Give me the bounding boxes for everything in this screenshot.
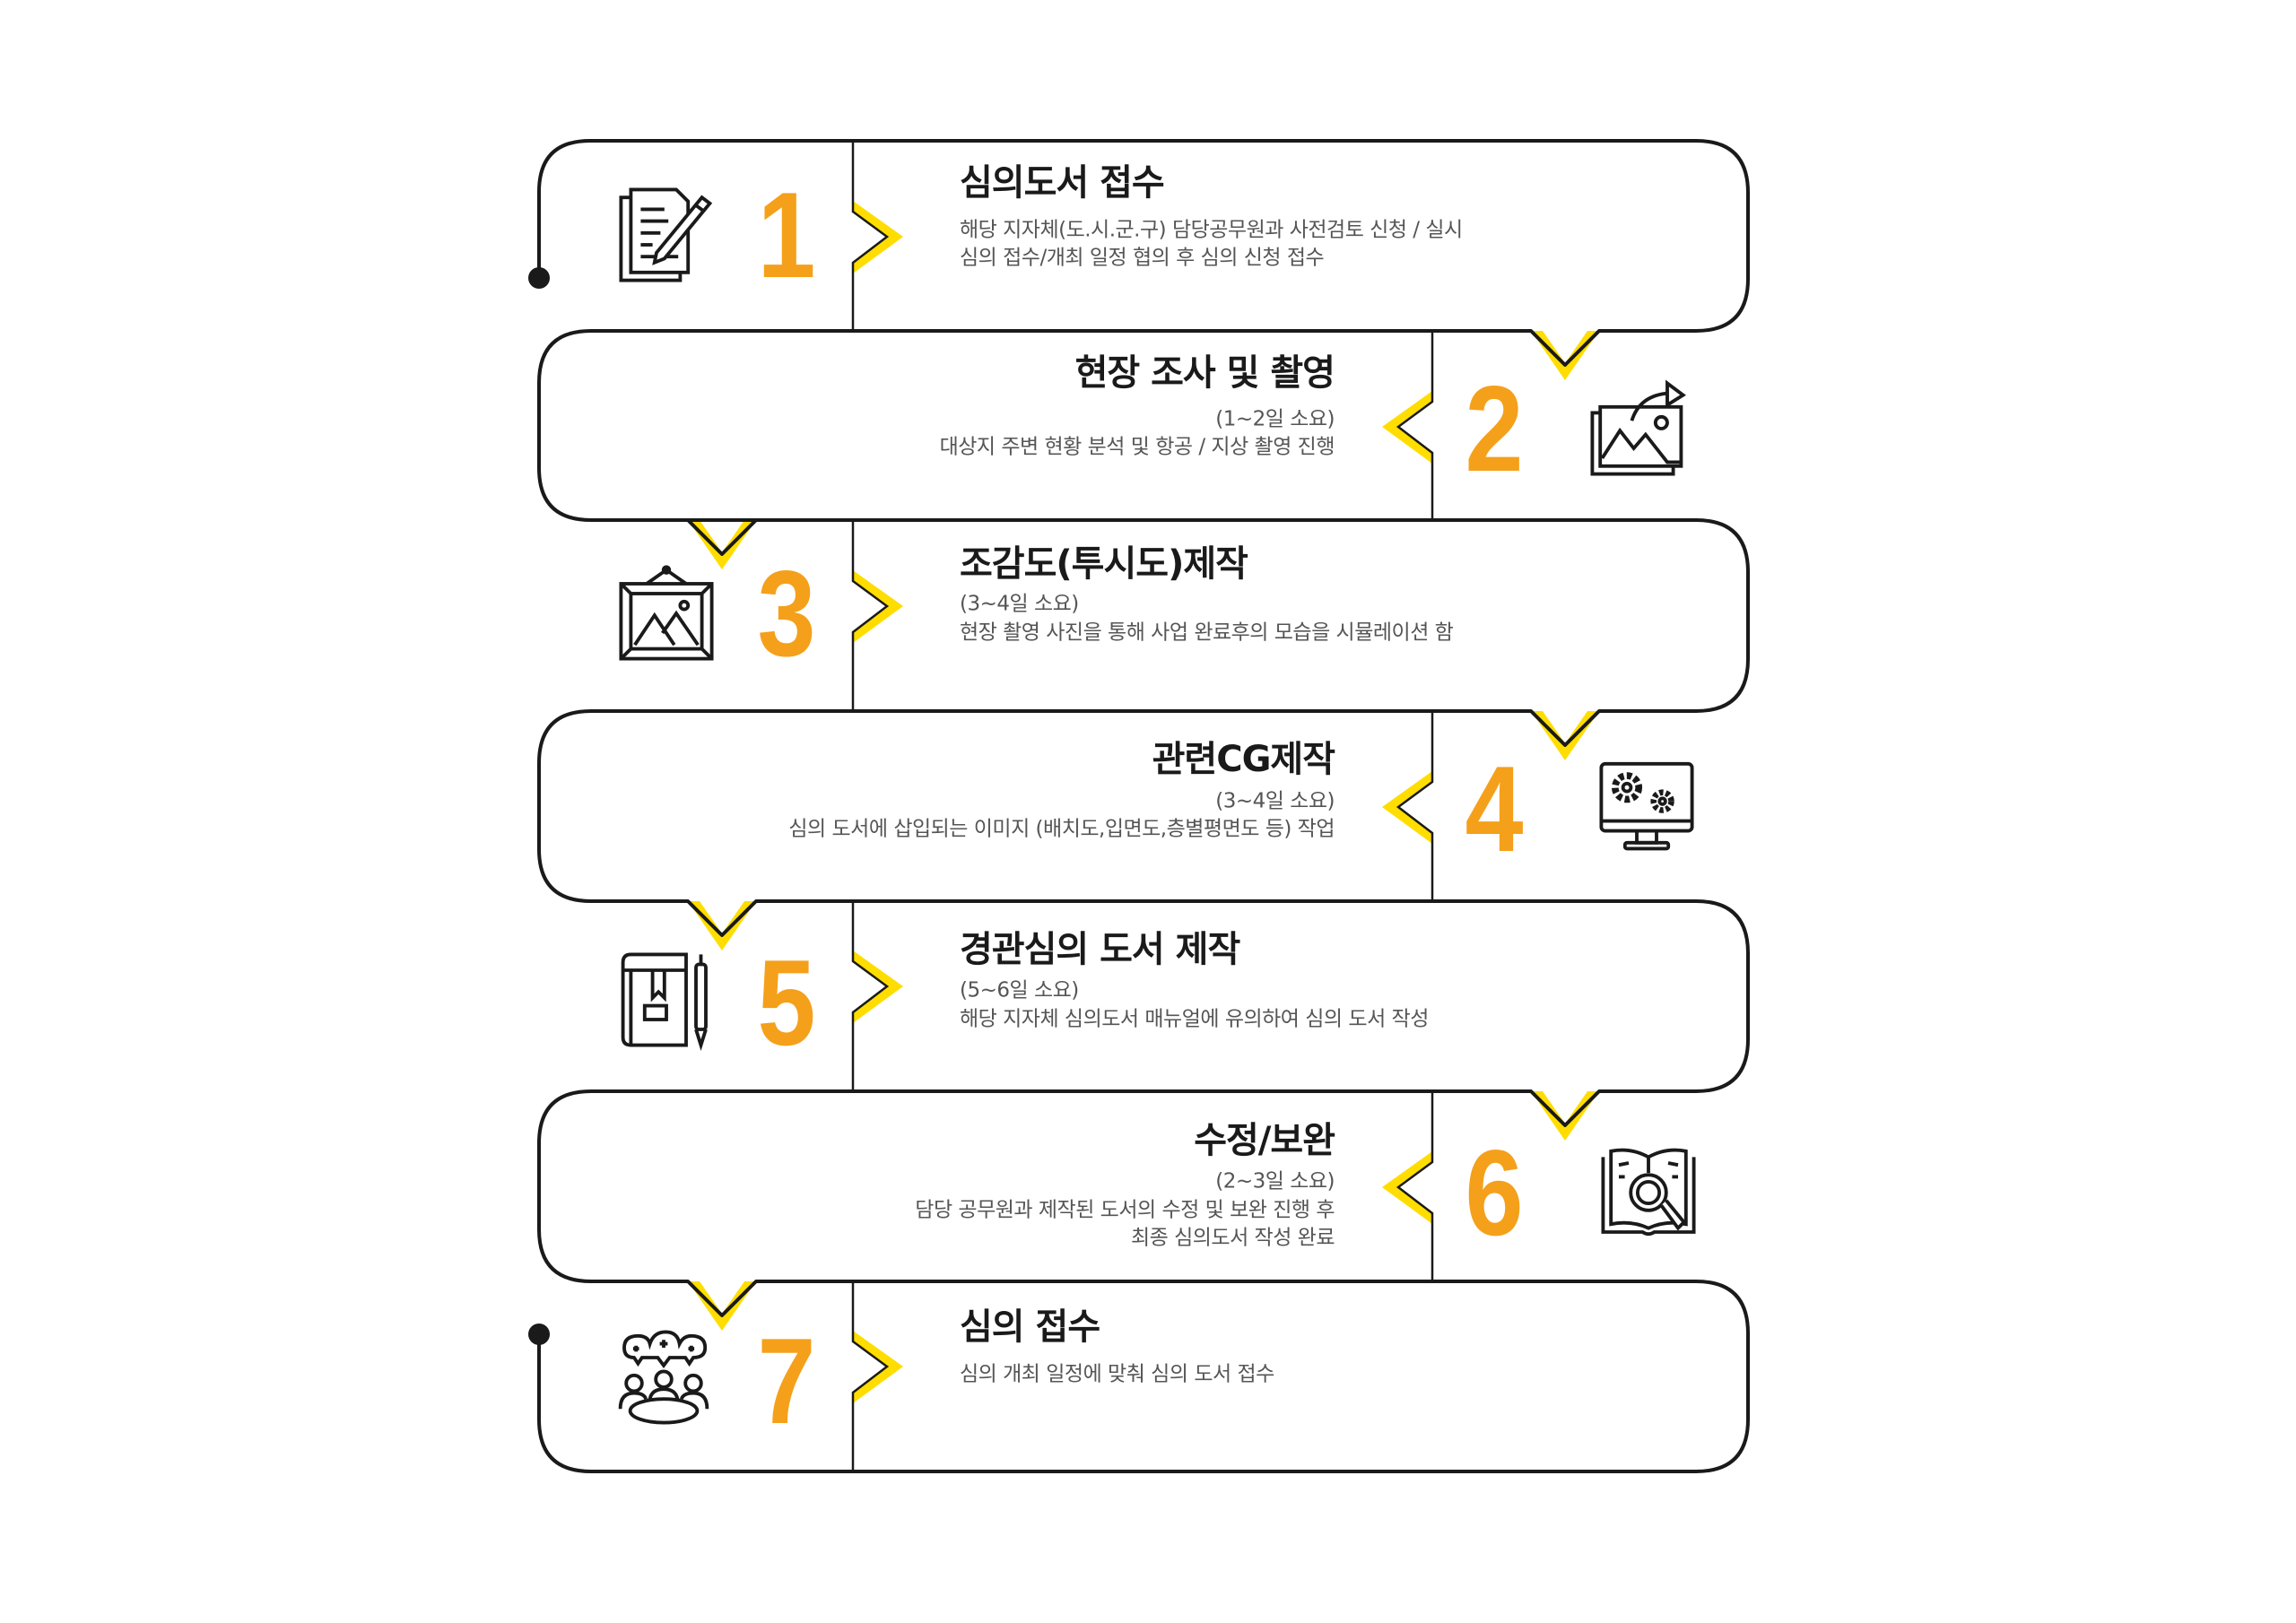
step-duration: (1~2일 소요): [1215, 407, 1335, 431]
framed-picture-icon: [617, 564, 716, 663]
start-dot: [528, 267, 550, 289]
step-number: 2: [1465, 360, 1524, 497]
step-number: 1: [757, 167, 816, 303]
step-description: 현장 촬영 사진을 통해 사업 완료후의 모습을 시뮬레이션 함: [960, 621, 1454, 645]
book-pen-icon: [617, 950, 716, 1052]
step-duration: (3~4일 소요): [1215, 789, 1335, 813]
book-magnifier-icon: [1599, 1143, 1698, 1242]
dividers: [851, 141, 1434, 1471]
step-description: 담당 공무원과 제작된 도서의 수정 및 보완 진행 후: [915, 1198, 1335, 1222]
document-pen-icon: [617, 186, 716, 284]
photo-share-icon: [1588, 379, 1687, 478]
end-dot: [528, 1324, 550, 1345]
meeting-table-icon: [614, 1328, 713, 1427]
step-number: 4: [1465, 741, 1524, 877]
step-description: 해당 지자체 심의도서 매뉴얼에 유의하여 심의 도서 작성: [960, 1007, 1429, 1031]
step-description: 심의 접수/개최 일정 협의 후 심의 신청 접수: [960, 246, 1325, 270]
step-number: 5: [757, 934, 816, 1071]
step-duration: (2~3일 소요): [1215, 1169, 1335, 1193]
step-title: 수정/보완: [1194, 1120, 1335, 1161]
monitor-gears-icon: [1597, 756, 1696, 855]
step-number: 6: [1465, 1124, 1524, 1261]
yellow-accents: [688, 201, 1599, 1403]
step-description: 심의 개최 일정에 맞춰 심의 도서 접수: [960, 1362, 1274, 1386]
step-title: 경관심의 도서 제작: [960, 929, 1240, 970]
step-title: 관련CG제작: [1152, 739, 1335, 780]
step-title: 심의 접수: [960, 1306, 1100, 1348]
step-duration: (3~4일 소요): [960, 592, 1079, 616]
step-title: 심의도서 접수: [960, 162, 1165, 204]
step-description: 심의 도서에 삽입되는 이미지 (배치도,입면도,층별평면도 등) 작업: [788, 817, 1335, 841]
step-number: 3: [757, 545, 816, 681]
step-description: 대상지 주변 현황 분석 및 항공 / 지상 촬영 진행: [939, 435, 1335, 459]
step-title: 조감도(투시도)제작: [960, 543, 1248, 585]
step-title: 현장 조사 및 촬영: [1074, 352, 1335, 394]
step-description: 해당 지자체(도.시.군.구) 담당공무원과 사전검토 신청 / 실시: [960, 218, 1463, 242]
step-description: 최종 심의도서 작성 완료: [1130, 1226, 1335, 1250]
step-duration: (5~6일 소요): [960, 978, 1079, 1002]
step-number: 7: [757, 1313, 816, 1449]
black-path: [537, 139, 1750, 1473]
